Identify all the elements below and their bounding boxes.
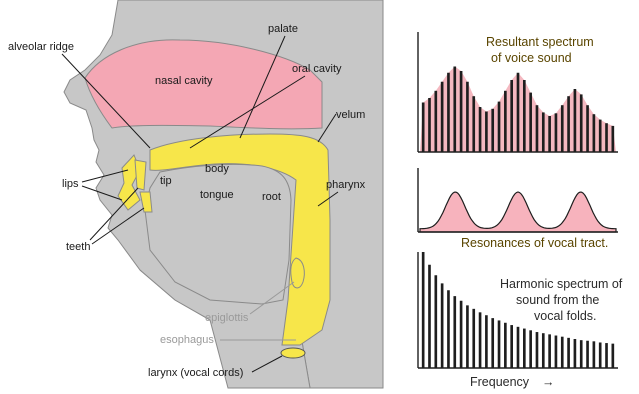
- label-nasal-cavity: nasal cavity: [155, 75, 213, 87]
- larynx-shape: [281, 348, 305, 358]
- label-tongue: tongue: [200, 189, 234, 201]
- label-esophagus: esophagus: [160, 334, 214, 346]
- frequency-arrow-icon: →: [542, 375, 555, 389]
- harmonic-caption-line1: Harmonic spectrum of: [500, 277, 623, 291]
- epiglottis-shape: [291, 258, 305, 288]
- resultant-spectrum-panel: Resultant spectrum of voice sound: [418, 32, 618, 152]
- frequency-axis-label: Frequency →: [470, 375, 555, 389]
- label-epiglottis: epiglottis: [205, 312, 249, 324]
- head-section: [0, 0, 383, 388]
- harmonic-spectrum-panel: Harmonic spectrum of sound from the voca…: [418, 252, 623, 368]
- label-pharynx: pharynx: [326, 179, 366, 191]
- harmonic-caption-line2: sound from the: [516, 293, 599, 307]
- harmonic-caption-line3: vocal folds.: [534, 309, 597, 323]
- label-alveolar-ridge: alveolar ridge: [8, 41, 74, 53]
- upper-tooth-shape: [135, 160, 146, 190]
- label-teeth: teeth: [66, 241, 90, 253]
- label-velum: velum: [336, 109, 365, 121]
- resonance-caption: Resonances of vocal tract.: [461, 236, 608, 250]
- label-larynx: larynx (vocal cords): [148, 367, 243, 379]
- resonance-curve: [420, 192, 616, 232]
- label-palate: palate: [268, 23, 298, 35]
- frequency-label: Frequency: [470, 375, 530, 389]
- label-lips: lips: [62, 178, 79, 190]
- label-body: body: [205, 163, 229, 175]
- label-oral-cavity: oral cavity: [292, 63, 342, 75]
- label-root: root: [262, 191, 281, 203]
- label-tip: tip: [160, 175, 172, 187]
- resultant-title-line1: Resultant spectrum: [486, 35, 594, 49]
- resonance-panel: Resonances of vocal tract.: [418, 168, 618, 250]
- resultant-title-line2: of voice sound: [491, 51, 572, 65]
